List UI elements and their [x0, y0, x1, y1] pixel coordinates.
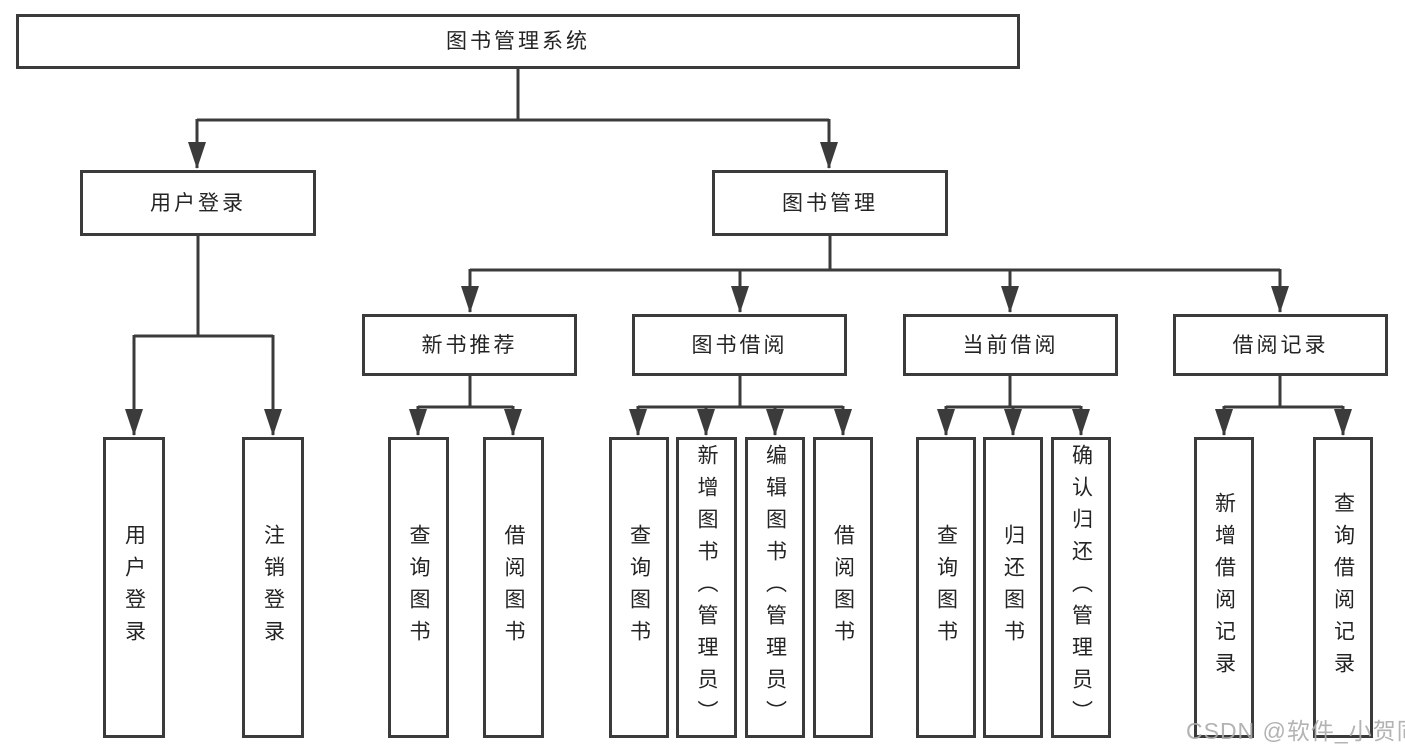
leaf-add-borrow-record: 新增借阅记录	[1194, 437, 1254, 738]
node-book-management: 图书管理	[712, 170, 948, 236]
leaf-borrow-books-1: 借阅图书	[483, 437, 544, 738]
connector-trunks	[134, 69, 1343, 409]
leaf-query-borrow-record: 查询借阅记录	[1313, 437, 1373, 738]
node-current-borrowing: 当前借阅	[903, 314, 1118, 376]
leaf-borrow-books-2: 借阅图书	[813, 437, 873, 738]
node-user-login: 用户登录	[80, 170, 316, 236]
node-new-book-recommend: 新书推荐	[362, 314, 577, 376]
node-book-borrowing: 图书借阅	[632, 314, 847, 376]
node-root: 图书管理系统	[16, 14, 1020, 69]
node-borrow-records: 借阅记录	[1173, 314, 1388, 376]
leaf-user-login: 用户登录	[103, 437, 165, 738]
leaf-query-books-2: 查询图书	[609, 437, 669, 738]
connector-arrows	[125, 119, 1352, 436]
leaf-confirm-return-admin: 确认归还（管理员）	[1051, 437, 1111, 738]
leaf-edit-book-admin: 编辑图书（管理员）	[745, 437, 805, 738]
leaf-logout: 注销登录	[242, 437, 304, 738]
leaf-query-books-3: 查询图书	[916, 437, 976, 738]
leaf-add-book-admin: 新增图书（管理员）	[676, 437, 737, 738]
leaf-return-books: 归还图书	[983, 437, 1043, 738]
leaf-query-books-1: 查询图书	[388, 437, 449, 738]
